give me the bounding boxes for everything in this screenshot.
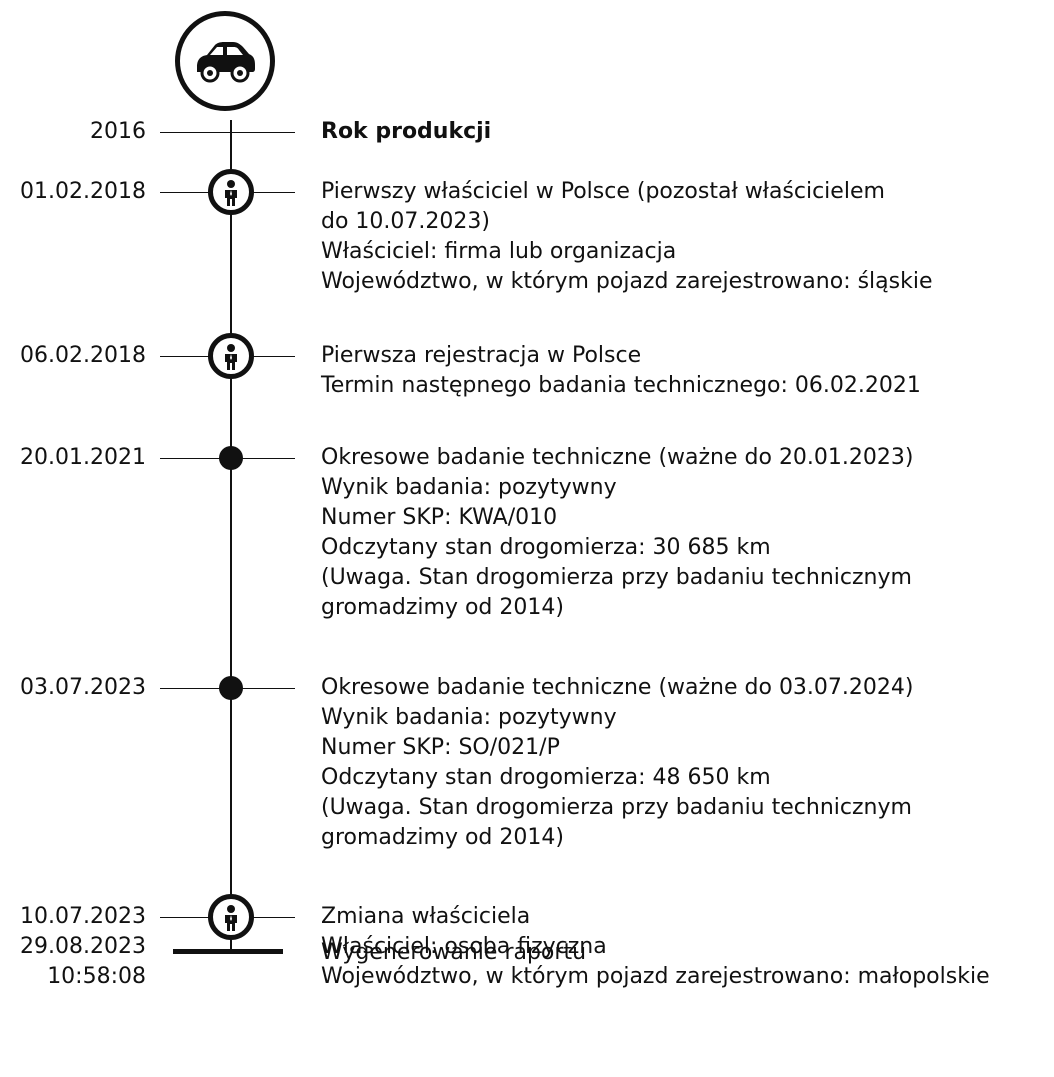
entry-line: Okresowe badanie techniczne (ważne do 03… (321, 675, 914, 700)
entry-date: 06.02.2018 (20, 343, 146, 368)
entry-connector-left (160, 356, 230, 357)
entry-connector-right (231, 132, 295, 133)
production-year-label: Rok produkcji (321, 119, 492, 144)
person-icon (208, 894, 254, 940)
entry-date: 03.07.2023 (20, 675, 146, 700)
entry-connector-left (160, 458, 230, 459)
entry-connector-right (231, 356, 295, 357)
entry-line: Województwo, w którym pojazd zarejestrow… (321, 269, 933, 294)
entry-line: Wynik badania: pozytywny (321, 705, 617, 730)
entry-connector-right (231, 192, 295, 193)
entry-date: 20.01.2021 (20, 445, 146, 470)
entry-time: 10:58:08 (47, 964, 146, 989)
entry-line: (Uwaga. Stan drogomierza przy badaniu te… (321, 565, 912, 590)
report-generated-label: Wygenerowanie raportu (321, 940, 587, 965)
entry-line: Pierwszy właściciel w Polsce (pozostał w… (321, 179, 885, 204)
entry-connector-left (160, 132, 230, 133)
entry-line: Termin następnego badania technicznego: … (321, 373, 921, 398)
entry-line: Okresowe badanie techniczne (ważne do 20… (321, 445, 914, 470)
car-icon-graphic (197, 42, 255, 83)
entry-connector-right (231, 458, 295, 459)
entry-connector-right (231, 917, 295, 918)
entry-line: Właściciel: osoba fizyczna (321, 934, 607, 959)
entry-line: Pierwsza rejestracja w Polsce (321, 343, 642, 368)
car-icon (175, 11, 275, 111)
entry-date: 01.02.2018 (20, 179, 146, 204)
entry-line: Odczytany stan drogomierza: 48 650 km (321, 765, 771, 790)
entry-details: Okresowe badanie techniczne (ważne do 03… (321, 673, 1041, 853)
entry-line: Zmiana właściciela (321, 904, 531, 929)
entry-line: do 10.07.2023) (321, 209, 490, 234)
entry-line: Właściciel: firma lub organizacja (321, 239, 677, 264)
entry-date: 29.08.2023 (20, 934, 146, 959)
entry-date: 10.07.2023 (20, 904, 146, 929)
entry-line: Wynik badania: pozytywny (321, 475, 617, 500)
entry-date-2016: 2016 (90, 119, 146, 144)
entry-line: Odczytany stan drogomierza: 30 685 km (321, 535, 771, 560)
entry-line: gromadzimy od 2014) (321, 825, 564, 850)
entry-details: Zmiana właściciela Właściciel: osoba fiz… (321, 902, 1041, 992)
entry-connector-left (160, 688, 230, 689)
entry-details: Pierwszy właściciel w Polsce (pozostał w… (321, 177, 1041, 297)
entry-details: Okresowe badanie techniczne (ważne do 20… (321, 443, 1041, 623)
timeline-spine (230, 120, 232, 952)
entry-details: Pierwsza rejestracja w Polsce Termin nas… (321, 341, 1041, 401)
person-icon (208, 333, 254, 379)
entry-line: Numer SKP: SO/021/P (321, 735, 560, 760)
inspection-dot-icon (219, 676, 243, 700)
entry-line: Numer SKP: KWA/010 (321, 505, 558, 530)
entry-details: Rok produkcji (321, 117, 1041, 147)
entry-details: Wygenerowanie raportu (321, 938, 1041, 968)
entry-connector-right (231, 688, 295, 689)
entry-connector-left (160, 192, 230, 193)
entry-line: Województwo, w którym pojazd zarejestrow… (321, 964, 990, 989)
entry-line: (Uwaga. Stan drogomierza przy badaniu te… (321, 795, 912, 820)
entry-connector-left (160, 917, 230, 918)
person-icon (208, 169, 254, 215)
inspection-dot-icon (219, 446, 243, 470)
entry-line: gromadzimy od 2014) (321, 595, 564, 620)
timeline-end-bar (173, 949, 283, 954)
